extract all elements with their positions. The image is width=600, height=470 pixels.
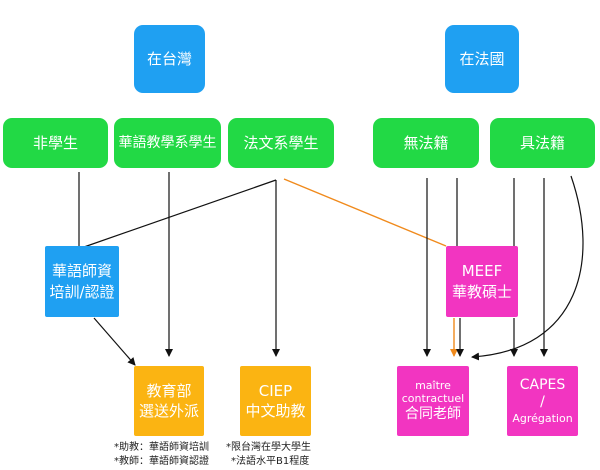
moe-node: 教育部 選送外派 [134,366,204,436]
contractuel-line2: contractuel [401,392,465,406]
meef-node: MEEF 華教碩士 [446,246,518,317]
taiwan-label: 在台灣 [146,49,192,68]
french-nationality-label: 具法籍 [519,133,565,152]
ciep-node: CIEP 中文助教 [240,366,311,436]
arrow-fr-to-contractuel-curve [471,175,584,361]
no-french-nationality-label: 無法籍 [403,133,449,152]
non-student-node: 非學生 [3,118,108,168]
moe-line1: 教育部 [146,381,192,400]
france-node: 在法國 [445,25,519,93]
non-student-label: 非學生 [32,133,78,152]
capes-line3: Agrégation [512,411,573,425]
certification-line2: 培訓/認證 [49,282,115,301]
chinese-teaching-student-node: 華語教學系學生 [114,118,221,168]
ciep-note-2: *法語水平B1程度 [231,456,310,467]
meef-line1: MEEF [461,262,503,281]
french-nationality-node: 具法籍 [490,118,595,168]
capes-line2: / [540,394,545,411]
certification-node: 華語師資 培訓/認證 [45,246,119,317]
ciep-line1: CIEP [258,381,293,400]
france-label: 在法國 [459,49,505,68]
french-student-label: 法文系學生 [243,133,319,152]
capes-node: CAPES / Agrégation [507,366,578,436]
moe-line2: 選送外派 [138,402,199,420]
ciep-line2: 中文助教 [245,402,306,420]
taiwan-node: 在台灣 [134,25,205,93]
moe-note-2: *教師：華語師資認證 [114,456,209,467]
meef-line2: 華教碩士 [451,282,512,301]
contractuel-node: maître contractuel 合同老師 [397,366,469,436]
moe-note-1: *助教：華語師資培訓 [114,442,209,453]
chinese-teaching-student-label: 華語教學系學生 [118,134,217,151]
line-french-to-cert [83,179,277,248]
contractuel-line1: maître [415,378,451,392]
french-student-node: 法文系學生 [228,118,334,168]
no-french-nationality-node: 無法籍 [373,118,479,168]
line-french-to-meef [283,178,447,247]
moe-notes: *助教：華語師資培訓 *教師：華語師資認證 [114,441,209,469]
contractuel-line3: 合同老師 [405,406,461,422]
ciep-note-1: *限台灣在學大學生 [226,442,311,453]
capes-line1: CAPES [519,376,566,393]
ciep-notes: *限台灣在學大學生 *法語水平B1程度 [226,441,311,469]
certification-line1: 華語師資 [51,262,112,281]
arrow-cert-to-moe [93,317,136,366]
